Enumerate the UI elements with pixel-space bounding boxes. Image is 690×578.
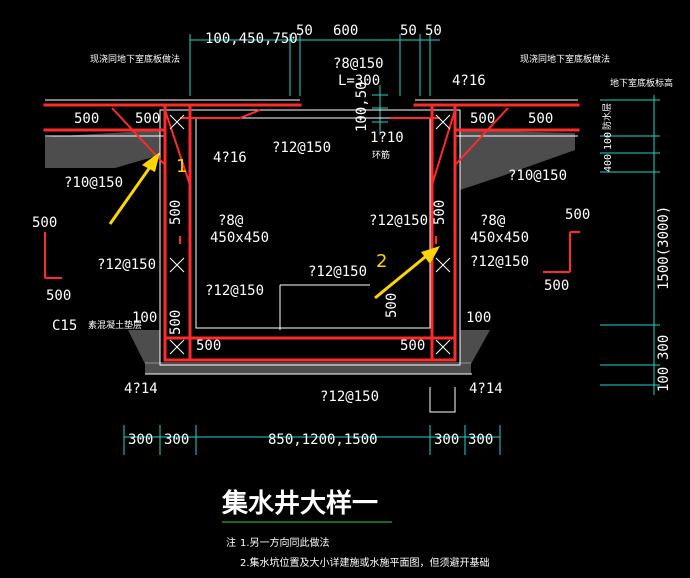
rebar-q10-right: ?10@150	[508, 168, 567, 184]
c15-label: C15	[52, 318, 77, 334]
rebar-q12-b: ?12@150	[97, 257, 156, 273]
rebar-500-tl2: 500	[135, 111, 160, 127]
rebar-q10-left: ?10@150	[64, 175, 123, 191]
inner-dimension-lines	[372, 85, 388, 135]
right-dim-c: 1500(3000)	[656, 206, 672, 290]
right-dim-a: 100	[603, 132, 614, 150]
right-dim-b: 400	[603, 154, 614, 172]
rebar-4q14-right: 4?14	[469, 381, 503, 397]
basement-floor-label: 地下室底板标高	[610, 77, 673, 89]
marker-arrow-1	[108, 152, 160, 225]
bottom-dim-b: 300	[164, 432, 189, 448]
rebar-4q16-left: 4?16	[213, 150, 247, 166]
l300-label: L=300	[338, 73, 380, 89]
structure-outline	[45, 99, 578, 413]
notes-line-1: 1.另一方向同此做法	[240, 536, 330, 549]
marker-arrow-2	[374, 246, 440, 300]
rebar-4q16-right: 4?16	[452, 73, 486, 89]
rebar-q8-right: ?8@	[480, 213, 506, 229]
rebar-500-wall-l: 500	[168, 200, 184, 225]
rebar-top-label: ?8@150	[333, 56, 384, 72]
rebar-100-right: 100	[466, 310, 491, 326]
rebar-450-left: 450x450	[210, 230, 269, 246]
rebar-1q10: 1?10	[370, 130, 404, 146]
rebar-100-left: 100	[132, 310, 157, 326]
rebar-500-tl1: 500	[74, 111, 99, 127]
slab-note-right: 现浇同地下室底板做法	[520, 53, 610, 65]
bottom-dim-c: 850,1200,1500	[268, 432, 378, 448]
rebar-500-right-out2: 500	[544, 278, 569, 294]
marker-1: 1	[176, 156, 187, 177]
waterproof-label: 防水层	[601, 103, 613, 130]
rebar-q12-c: ?12@150	[369, 213, 428, 229]
rebar-500-left-out2: 500	[46, 288, 71, 304]
rebar-500-wall-r: 500	[432, 200, 448, 225]
rebar-q12-e: ?12@150	[308, 264, 367, 280]
rebar-q12-d: ?12@150	[470, 254, 529, 270]
top-dim-e: 50	[425, 23, 442, 39]
rebar-500-wall-r2: 500	[384, 293, 400, 318]
top-dim-c: 600	[333, 23, 358, 39]
rebar-500-tr2: 500	[528, 111, 553, 127]
rebar-500-left-out: 500	[32, 215, 57, 231]
rebar-500-tr1: 500	[470, 111, 495, 127]
marker-2: 2	[376, 251, 387, 272]
top-dim-a: 100,450,750	[205, 31, 298, 47]
dim-100-50: 100,50	[354, 81, 370, 132]
bottom-dimension-lines	[123, 425, 501, 455]
notes-prefix: 注	[226, 536, 236, 549]
rebar-q12-a: ?12@150	[272, 140, 331, 156]
rebar-q12-f: ?12@150	[205, 283, 264, 299]
rebar-500-bottom-left: 500	[196, 338, 221, 354]
top-dim-d: 50	[400, 23, 417, 39]
right-dimension-lines	[600, 95, 660, 395]
top-dimension-lines	[189, 34, 440, 96]
slab-note-left: 现浇同地下室底板做法	[90, 53, 180, 65]
right-dim-e: 100	[656, 367, 672, 392]
rebar-450-right: 450x450	[470, 230, 529, 246]
rebar-500-right-out: 500	[565, 207, 590, 223]
bottom-dim-d: 300	[434, 432, 459, 448]
corner-cross-marks	[169, 114, 451, 355]
c15-note: 素混凝土垫层	[88, 319, 142, 331]
bottom-dim-a: 300	[128, 432, 153, 448]
rebar-q12-bottom: ?12@150	[320, 389, 379, 405]
rebar-500-wall-l2: 500	[168, 310, 184, 335]
ring-label: 环筋	[372, 149, 390, 161]
rebar-500-bottom-right: 500	[400, 338, 425, 354]
bottom-dim-e: 300	[468, 432, 493, 448]
rebar-q8-left: ?8@	[218, 213, 244, 229]
rebar-lines	[43, 103, 580, 362]
top-dim-b: 50	[296, 23, 313, 39]
rebar-4q14-left: 4?14	[124, 381, 158, 397]
page-title: 集水井大样一	[221, 488, 378, 519]
right-dim-d: 300	[656, 335, 672, 360]
notes-line-2: 2.集水坑位置及大小详建施或水施平面图，但须避开基础	[240, 556, 490, 569]
